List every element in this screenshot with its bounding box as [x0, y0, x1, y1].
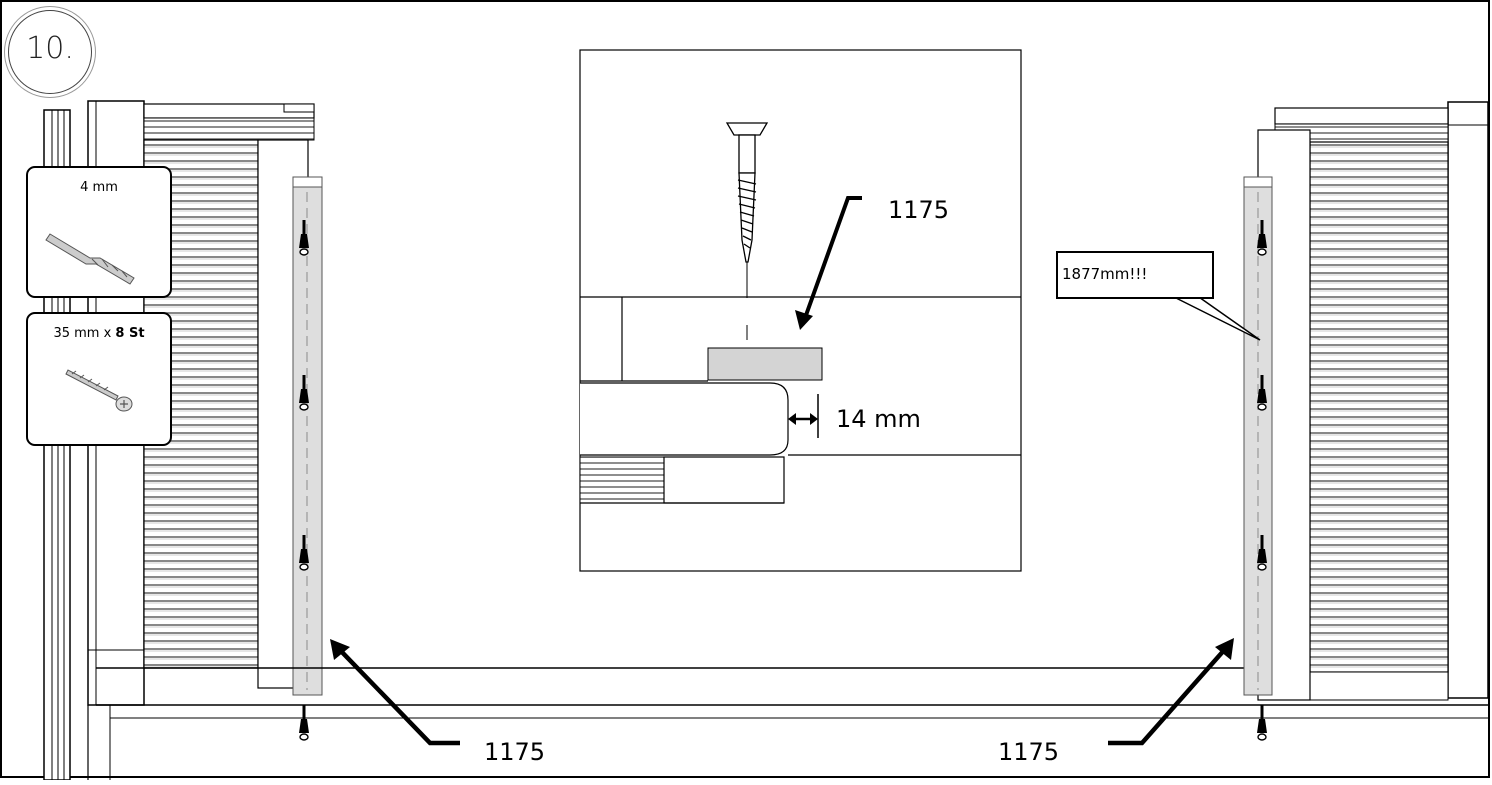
step-number: 10. — [26, 31, 74, 66]
left-part-label: 1175 — [484, 738, 546, 766]
detail-screw-icon — [725, 122, 769, 263]
part-screw-caption: 35 mm x 8 St — [28, 326, 170, 341]
step-number-badge: 10. — [8, 10, 92, 94]
detail-part-label: 1175 — [888, 196, 950, 224]
detail-panel — [579, 49, 1022, 572]
part-screw-size: 35 mm x — [53, 326, 116, 341]
left-pointer-arrow — [336, 646, 460, 746]
left-screws — [299, 220, 309, 741]
right-cabinet — [1243, 101, 1489, 701]
part-drill-bit-caption: 4 mm — [80, 180, 118, 195]
screw-icon — [65, 369, 133, 412]
part-drill-bit-box: 4 mm — [26, 166, 172, 298]
gap-dimension-label: 14 mm — [836, 405, 921, 433]
drill-bit-icon — [45, 233, 135, 285]
callout-tail — [1169, 294, 1261, 341]
part-screw-quantity: 8 St — [115, 326, 145, 341]
length-callout-box: 1877mm!!! — [1056, 251, 1214, 299]
part-screw-box: 35 mm x 8 St — [26, 312, 172, 446]
right-screws — [1257, 220, 1267, 741]
length-callout-text: 1877mm!!! — [1062, 265, 1148, 283]
right-pointer-arrow — [1108, 646, 1228, 746]
right-part-label: 1175 — [998, 738, 1060, 766]
